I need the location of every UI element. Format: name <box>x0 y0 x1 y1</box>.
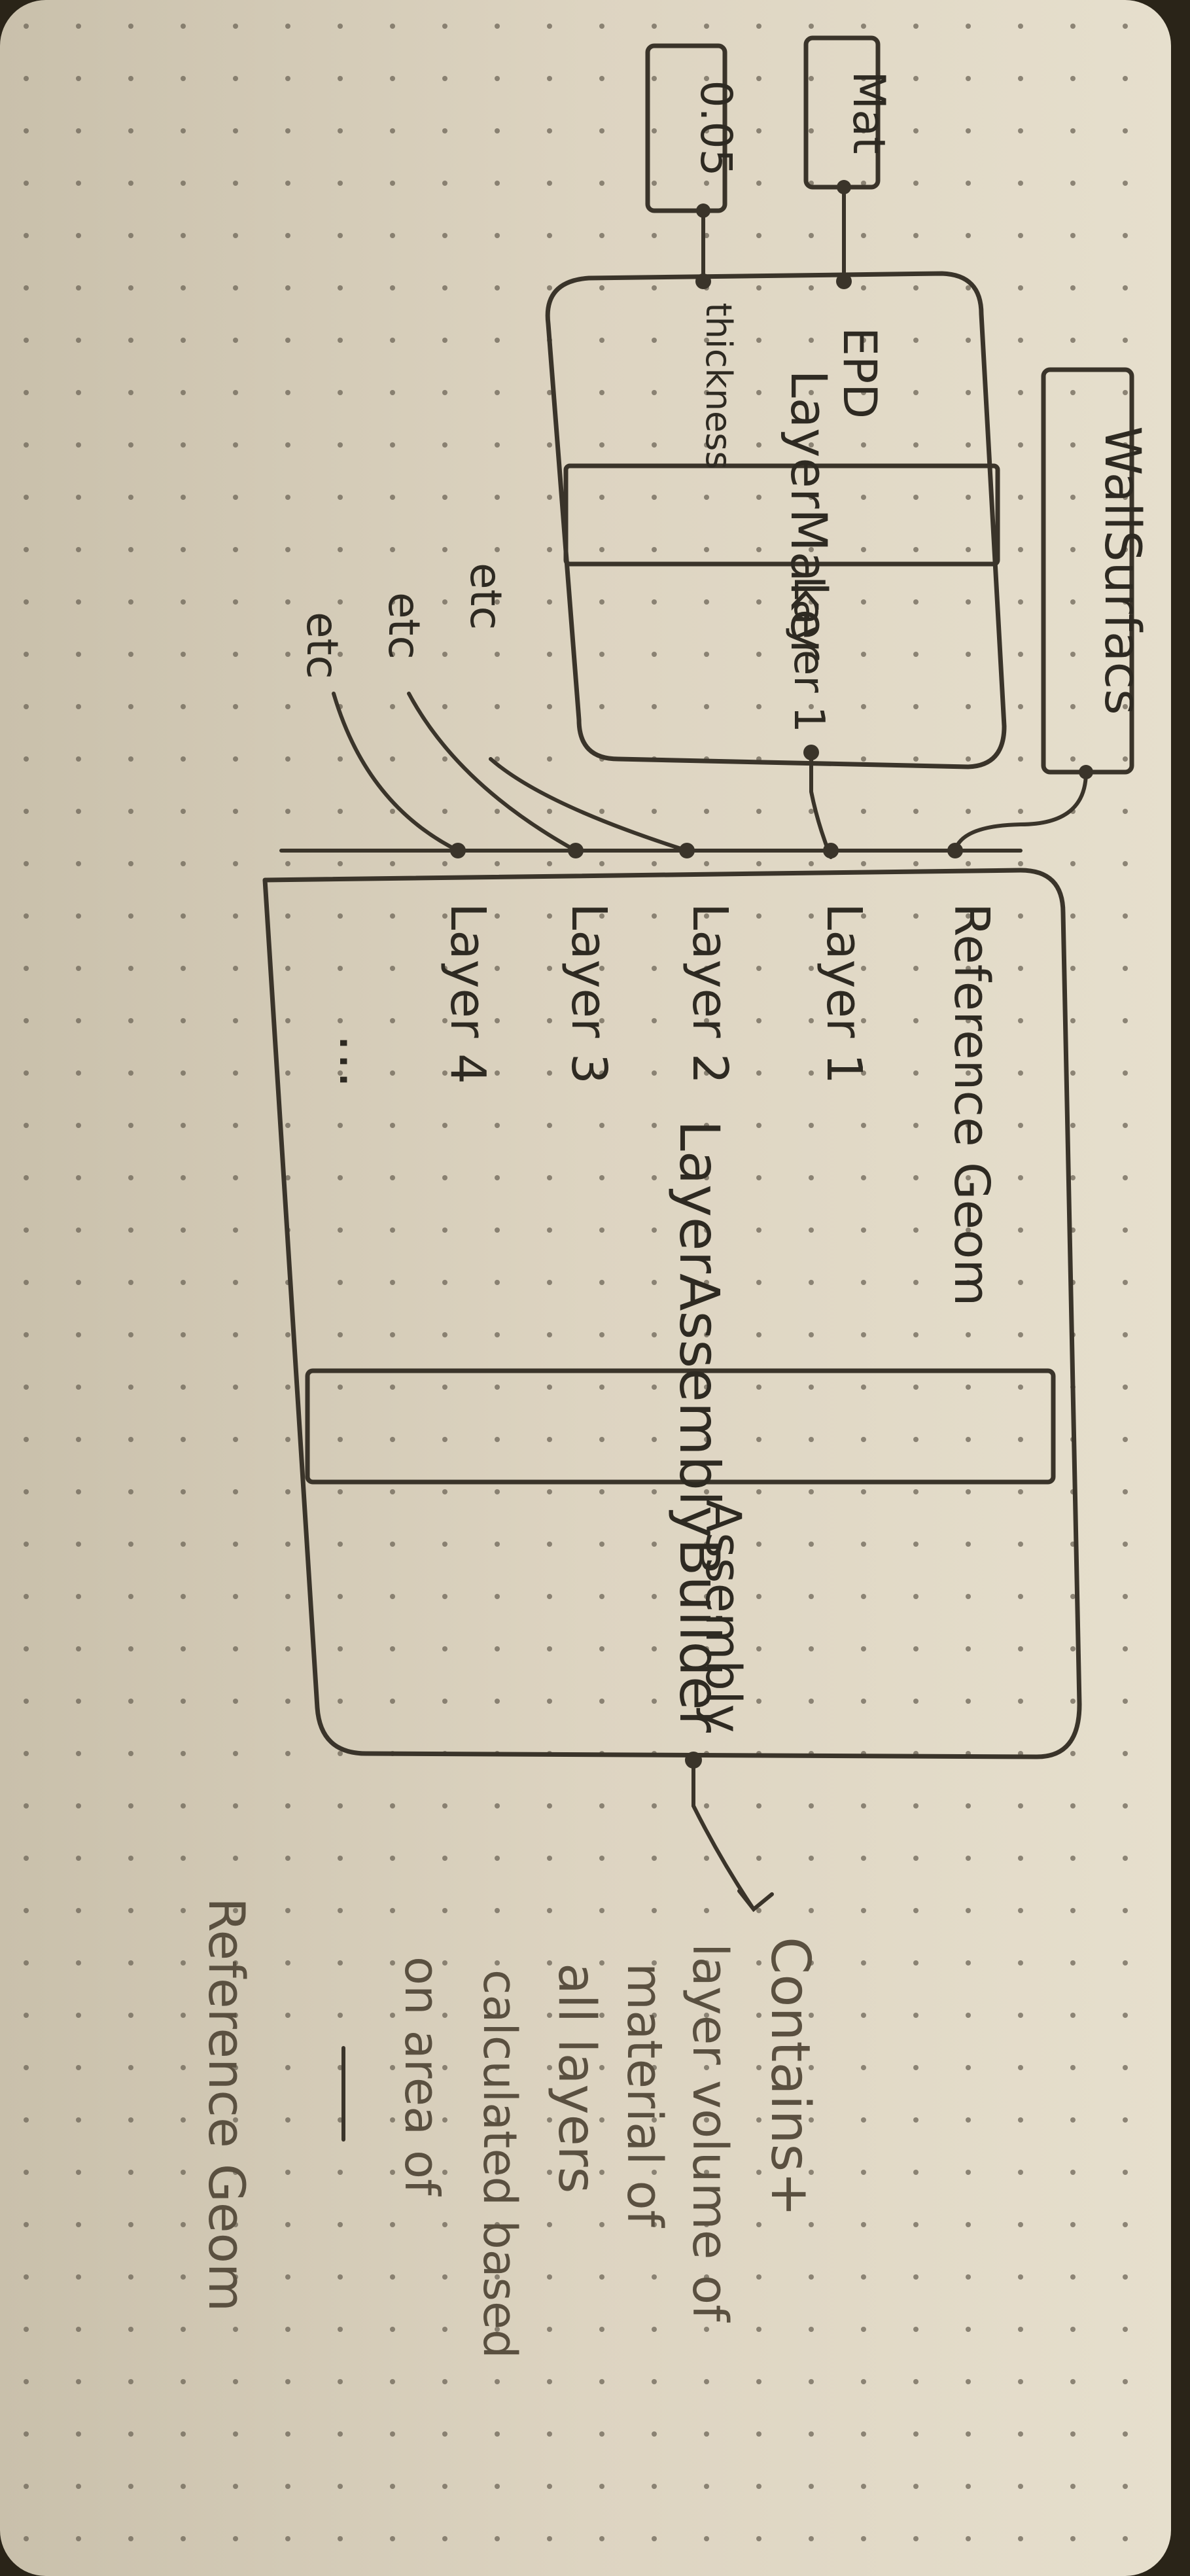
wall-surfaces-node: WallSurfacs <box>1041 367 1152 775</box>
wire-etc-to-layer4 <box>332 692 460 853</box>
wire-wallsurfaces-to-reference <box>953 770 1088 853</box>
wires <box>279 185 1088 1913</box>
etc-label-1: etc <box>461 563 511 630</box>
note-line-1: Contains+ <box>759 1937 821 2217</box>
etc-label-2: etc <box>379 592 429 660</box>
etc-labels: etc etc etc <box>297 563 511 679</box>
wire-etc-to-layer3 <box>407 692 578 853</box>
wire-etc-to-layer2 <box>489 757 689 853</box>
layer-assembly-builder-component: LayerAssemblyBuilder Reference Geom Laye… <box>262 868 1082 1759</box>
layer-maker-input-thickness: thickness <box>698 302 739 469</box>
note-line-3: material of <box>616 1963 673 2229</box>
assembly-input-layer-3: Layer 3 <box>561 903 617 1084</box>
layer-maker-title: LayerMaker <box>780 370 838 660</box>
assembly-input-ellipsis: … <box>327 1034 391 1089</box>
mat-label: Mat <box>843 71 894 154</box>
assembly-output-label: Assembly <box>695 1500 751 1733</box>
assembly-input-layer-4: Layer 4 <box>440 903 496 1084</box>
note-line-2: layer volume of <box>682 1943 738 2323</box>
note-line-4: all layers <box>547 1963 606 2193</box>
note-line-6: on area of <box>394 1956 449 2197</box>
layer-maker-component: LayerMaker EPD thickness Layer 1 <box>545 271 1007 769</box>
assembly-input-reference-geom: Reference Geom <box>943 903 1000 1306</box>
note-line-7: Reference Geom <box>198 1897 256 2312</box>
ports <box>450 180 1093 1769</box>
annotation-note: Contains+ layer volume of material of al… <box>198 1897 821 2359</box>
assembly-input-layer-1: Layer 1 <box>816 903 872 1084</box>
note-line-5: calculated based <box>473 1969 527 2359</box>
assembly-builder-title: LayerAssemblyBuilder <box>667 1120 731 1733</box>
wall-surfaces-label: WallSurfacs <box>1094 426 1152 715</box>
layer-maker-output-layer: Layer 1 <box>784 576 833 733</box>
thickness-value-node: 0.05 <box>645 43 741 213</box>
assembly-input-layer-2: Layer 2 <box>682 903 738 1084</box>
wire-arrowhead <box>737 1889 774 1913</box>
thickness-value-label: 0.05 <box>691 80 741 177</box>
etc-label-3: etc <box>297 612 347 679</box>
layer-maker-input-epd: EPD <box>833 327 886 419</box>
